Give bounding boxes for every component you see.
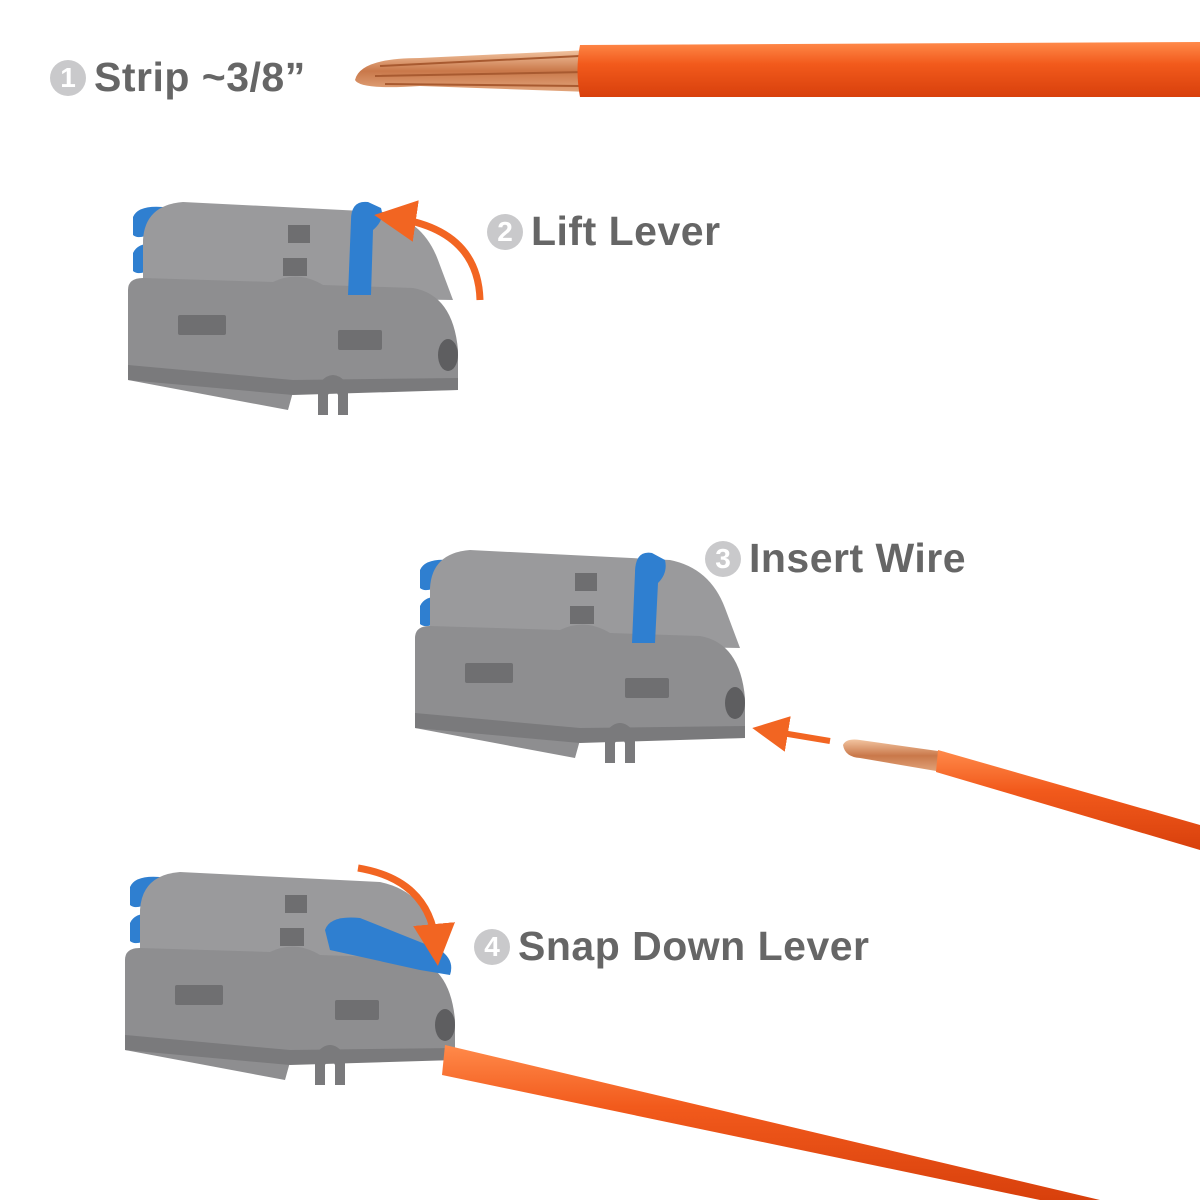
step-label: Insert Wire [749,535,967,581]
step-3: 3 Insert Wire [705,535,966,582]
step-2: 2 Lift Lever [487,208,721,255]
inserted-wire [442,1045,1100,1200]
step-number-badge: 3 [705,540,741,577]
stripped-wire [355,42,1200,97]
step-label: Snap Down Lever [518,923,870,969]
step-number-badge: 2 [487,213,523,250]
connector-lever-lifted [128,201,458,415]
step-number-badge: 1 [50,59,86,96]
step-4: 4 Snap Down Lever [474,923,870,970]
snap-arrow [357,864,455,966]
step-label: Lift Lever [531,208,721,254]
lift-arrow [374,200,484,301]
step-number-badge: 4 [474,928,510,965]
insert-arrow [752,716,831,752]
connector-closed [125,872,455,1085]
step-1: 1 Strip ~3/8” [50,54,306,101]
inserting-wire [843,739,1200,850]
connector-open [415,550,745,763]
step-label: Strip ~3/8” [94,54,306,100]
